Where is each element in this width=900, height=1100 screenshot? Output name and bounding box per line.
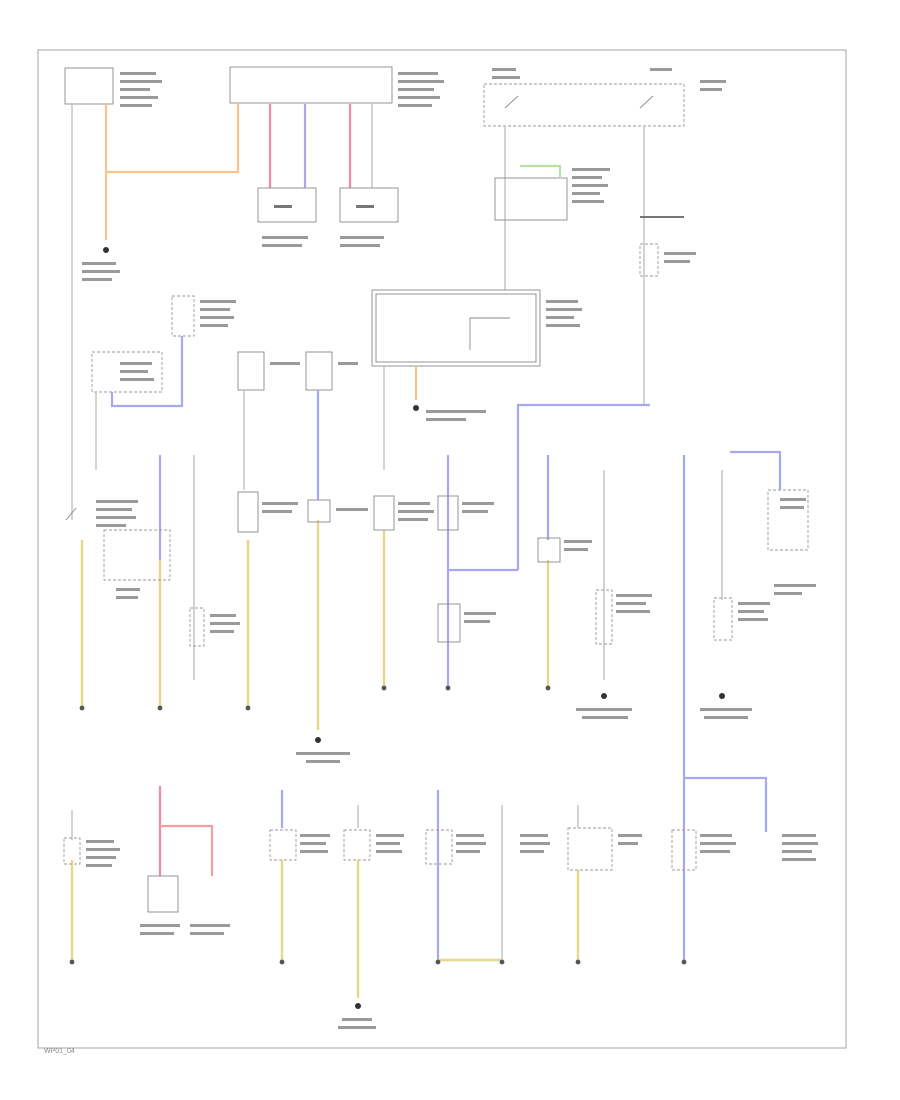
comp-mid-f bbox=[537, 537, 592, 563]
comp-mid-b bbox=[307, 499, 368, 523]
bottom-comp-5 bbox=[425, 829, 486, 865]
ground-point-icon bbox=[103, 247, 109, 253]
comp-mid-h bbox=[767, 489, 816, 595]
bottom-comp-6 bbox=[520, 834, 550, 853]
bottom-comp-2 bbox=[140, 875, 230, 935]
switch-left-1 bbox=[65, 500, 138, 527]
ignition-switch-area bbox=[483, 68, 726, 127]
fuse-module-a bbox=[237, 351, 300, 391]
light-switch-left bbox=[103, 529, 171, 599]
sensor-module-left bbox=[171, 295, 236, 337]
diagram-frame bbox=[37, 49, 847, 1049]
ground-point-icon bbox=[315, 737, 321, 743]
bottom-comp-1 bbox=[63, 837, 120, 867]
bottom-comp-3 bbox=[269, 829, 330, 861]
ground-point-icon bbox=[355, 1003, 361, 1009]
comp-mid-a bbox=[237, 491, 298, 533]
comp-mid-d bbox=[437, 495, 494, 531]
comp-mid-e bbox=[437, 603, 496, 643]
fuse-module-b bbox=[305, 351, 358, 391]
top-left-module bbox=[64, 67, 162, 107]
ground-point-icon bbox=[719, 693, 725, 699]
comp-mid-g bbox=[595, 589, 652, 645]
central-control-module bbox=[371, 289, 582, 367]
ground-point-icon bbox=[601, 693, 607, 699]
switch-module-left bbox=[91, 351, 163, 393]
footer-code: WP01_04 bbox=[44, 1048, 75, 1055]
comp-mid-i bbox=[713, 597, 770, 641]
bottom-comp-4 bbox=[343, 829, 404, 861]
comp-mid-c bbox=[373, 495, 434, 531]
bulb-check-relay bbox=[639, 243, 696, 277]
sensor-small bbox=[189, 607, 240, 647]
bottom-comp-7 bbox=[567, 827, 642, 871]
motor-left bbox=[257, 187, 317, 223]
ground-point-icon bbox=[413, 405, 419, 411]
bottom-comp-9 bbox=[782, 834, 818, 861]
bottom-comp-8 bbox=[671, 829, 736, 871]
relay-block bbox=[494, 164, 610, 221]
motor-right bbox=[339, 187, 399, 223]
comfort-control-module bbox=[229, 66, 444, 107]
